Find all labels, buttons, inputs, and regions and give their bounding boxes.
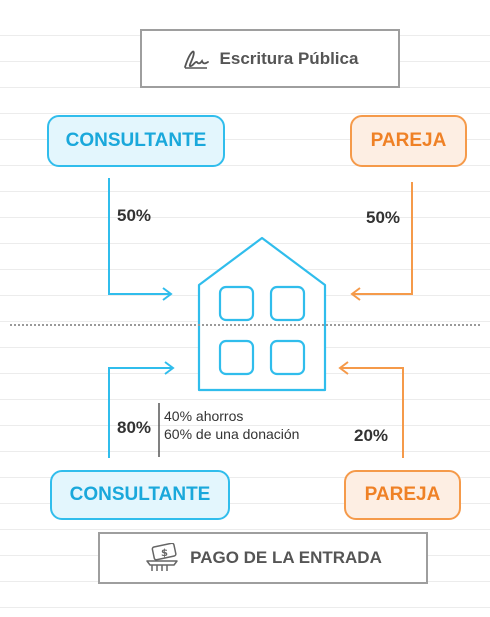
top-consultante-label: CONSULTANTE	[65, 130, 207, 151]
top-pareja-box: PAREJA	[350, 115, 467, 167]
money-hand-icon: $	[144, 543, 180, 573]
bottom-consultante-label: CONSULTANTE	[69, 484, 211, 505]
top-pareja-label: PAREJA	[370, 130, 447, 151]
bottom-right-share: 20%	[354, 426, 389, 445]
bottom-pareja-label: PAREJA	[364, 484, 441, 505]
top-left-share: 50%	[117, 206, 152, 225]
breakdown-note: 40% ahorros 60% de una donación	[164, 407, 299, 443]
top-consultante-box: CONSULTANTE	[47, 115, 225, 167]
footer-title: PAGO DE LA ENTRADA	[190, 548, 382, 567]
bottom-consultante-box: CONSULTANTE	[50, 470, 230, 520]
arrow-bottom-left	[108, 361, 175, 458]
title-banner: Escritura Pública	[140, 29, 400, 88]
arrow-top-left	[108, 178, 173, 301]
bottom-pareja-box: PAREJA	[344, 470, 461, 520]
bottom-left-share: 80%	[117, 418, 152, 437]
svg-text:$: $	[161, 548, 168, 559]
house-icon	[197, 236, 327, 392]
breakdown-savings: 40% ahorros	[164, 408, 244, 424]
breakdown-donation: 60% de una donación	[164, 426, 300, 442]
arrow-top-right	[350, 182, 413, 301]
top-right-share: 50%	[366, 208, 401, 227]
arrow-bottom-right	[338, 361, 404, 458]
footer-banner: $ PAGO DE LA ENTRADA	[98, 532, 428, 584]
page-title: Escritura Pública	[219, 48, 359, 68]
section-divider	[10, 324, 480, 326]
signature-icon	[182, 47, 210, 71]
